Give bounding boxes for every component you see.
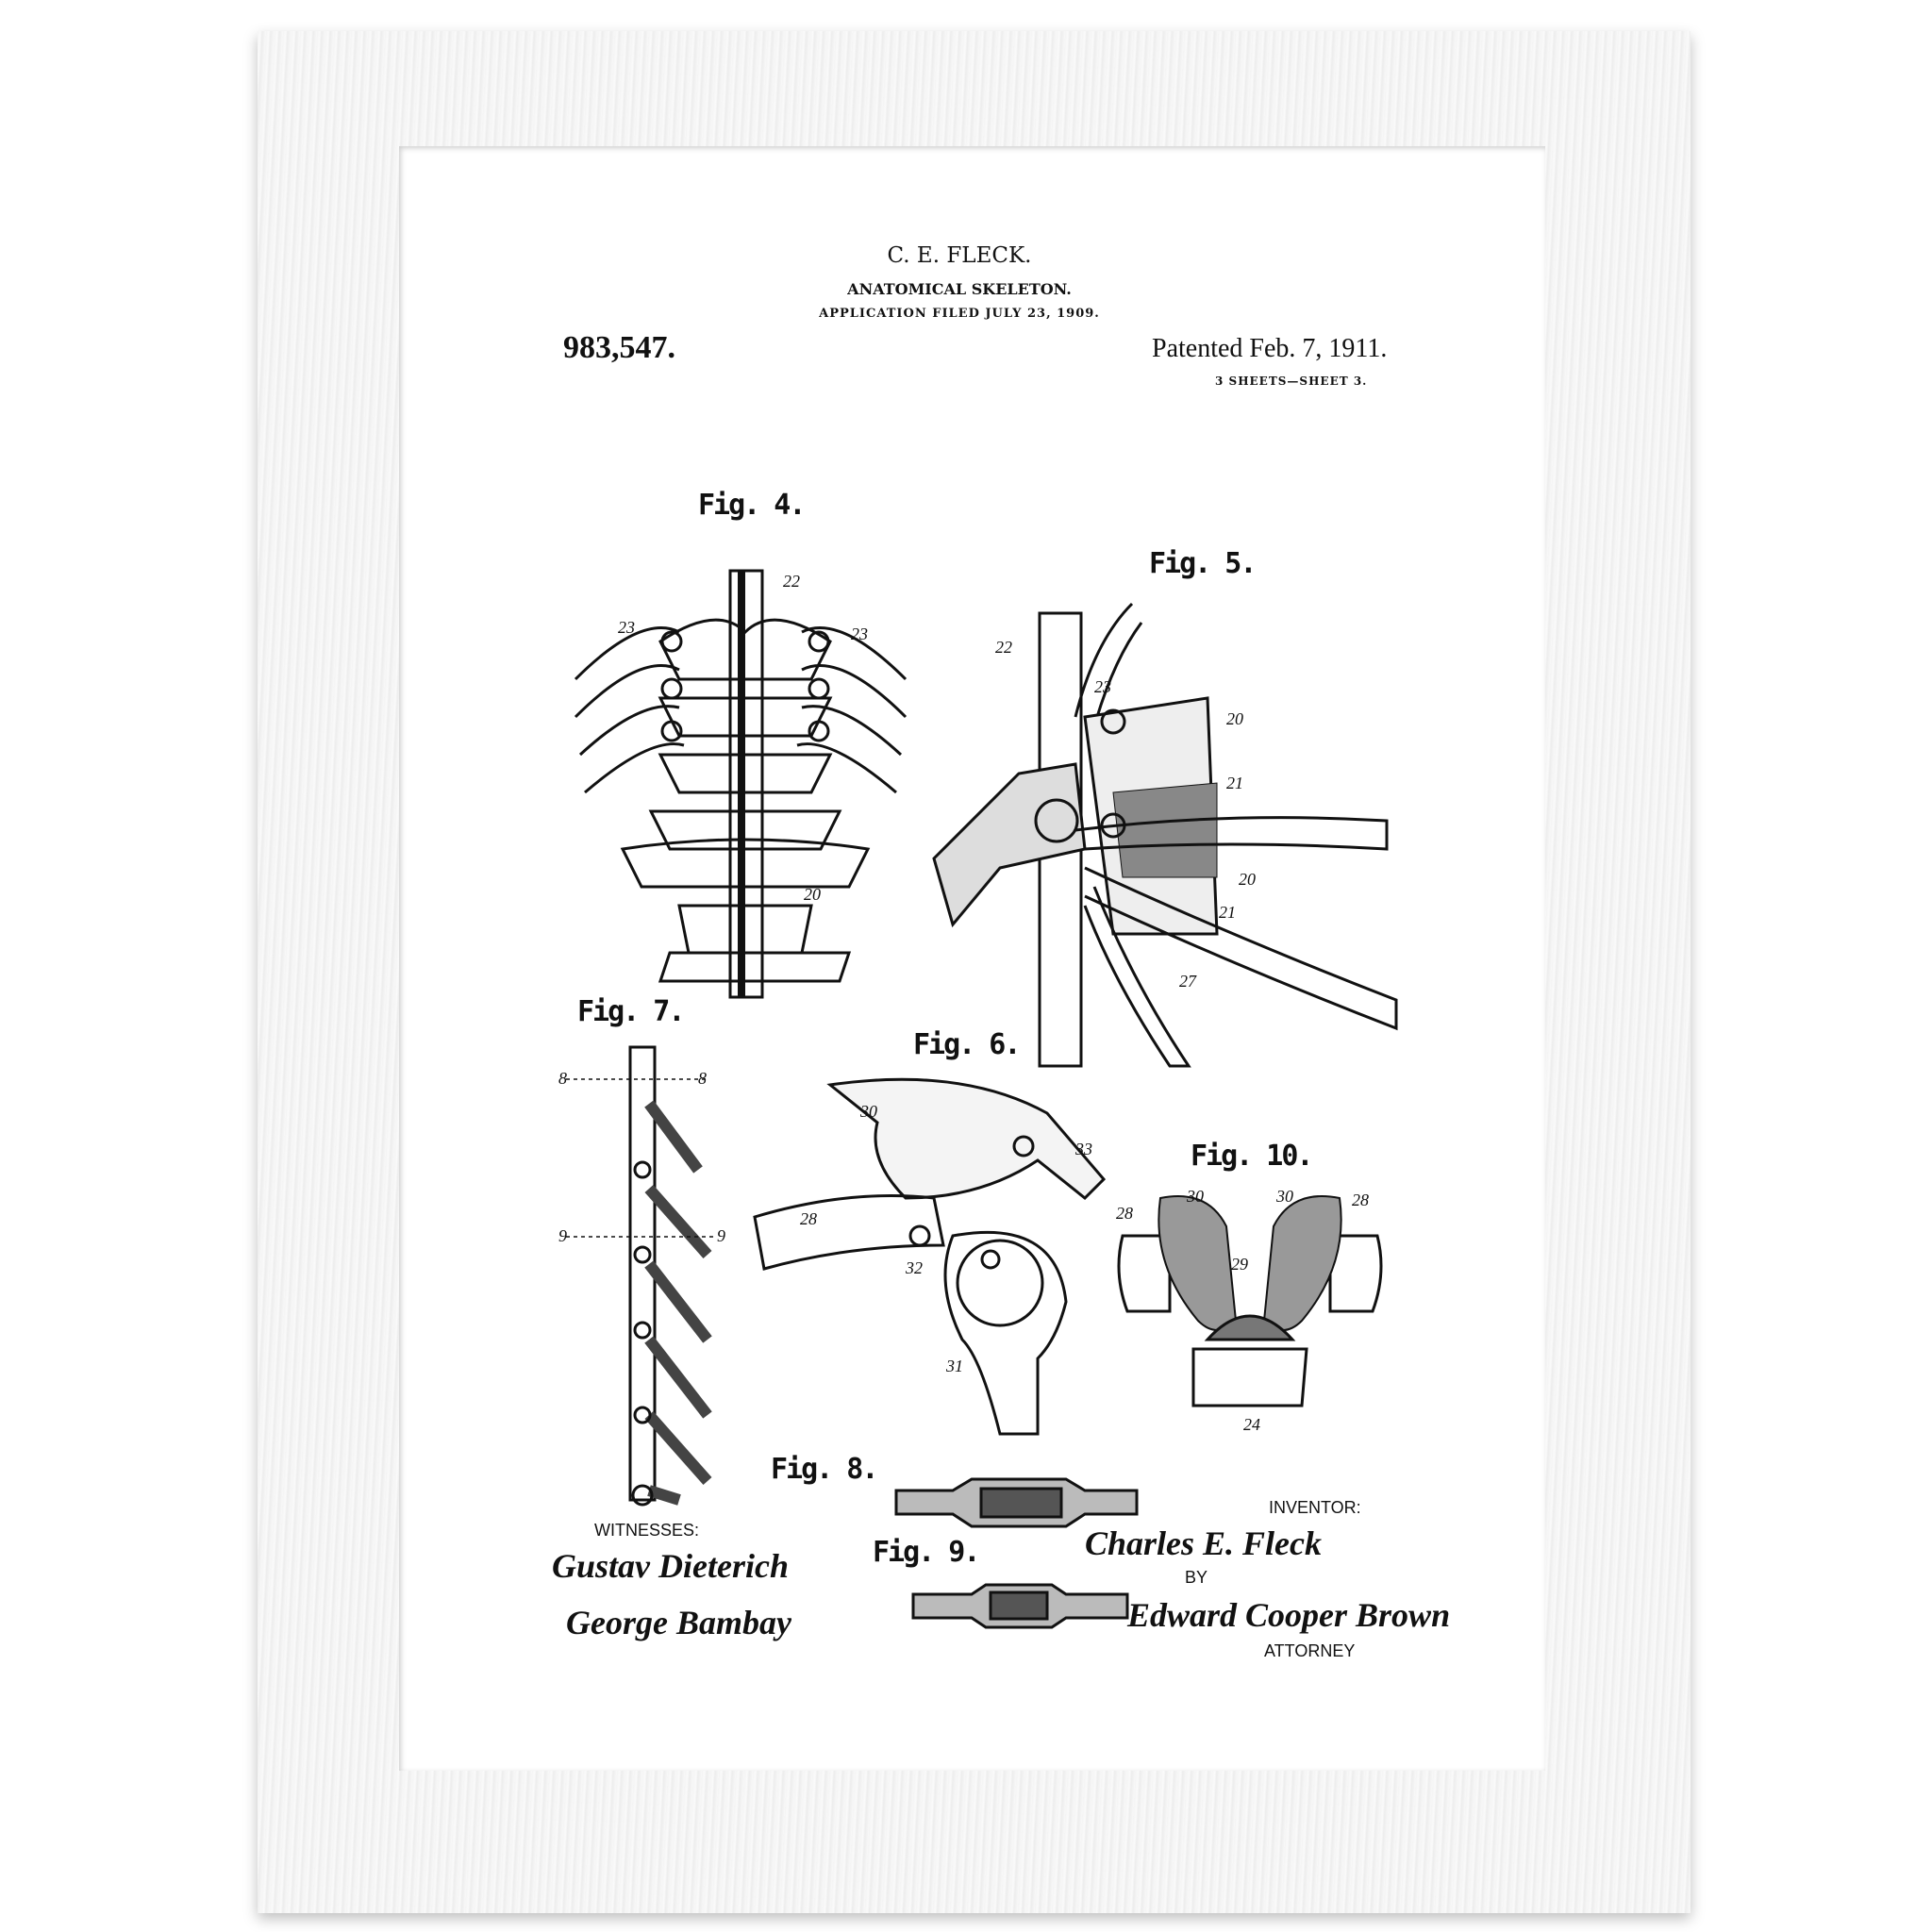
witness-signature-2: George Bambay: [566, 1604, 791, 1641]
fig4-spine-drawing: [574, 569, 908, 999]
fig5-label: Fig. 5.: [1149, 547, 1257, 580]
fig10-label: Fig. 10.: [1191, 1140, 1313, 1173]
ref-numeral: 27: [1179, 972, 1196, 991]
inventor-label: INVENTOR:: [1269, 1498, 1361, 1517]
ref-numeral: 33: [1075, 1140, 1092, 1158]
ref-numeral: 32: [906, 1258, 923, 1277]
fig7-label: Fig. 7.: [577, 995, 685, 1028]
ref-numeral: 21: [1219, 903, 1236, 922]
patented-date: Patented Feb. 7, 1911.: [1152, 334, 1388, 363]
inventor-signature: Charles E. Fleck: [1085, 1524, 1323, 1562]
ref-numeral: 22: [995, 638, 1012, 657]
ref-numeral: 9: [558, 1226, 567, 1245]
fig6-shoulder-drawing: [753, 1077, 1107, 1436]
ref-numeral: 8: [698, 1069, 707, 1088]
witness-signature-1: Gustav Dieterich: [552, 1547, 789, 1585]
ref-numeral: 30: [1187, 1187, 1204, 1206]
inventor-name: C. E. FLECK.: [887, 243, 1032, 268]
ref-numeral: 21: [1226, 774, 1243, 792]
sheet-count: 3 SHEETS—SHEET 3.: [1215, 375, 1368, 388]
ref-numeral: 30: [1276, 1187, 1293, 1206]
fig5-vertebra-drawing: [932, 602, 1398, 1068]
fig7-chain-drawing: [566, 1045, 717, 1507]
ref-numeral: 28: [1352, 1191, 1369, 1209]
fig8-label: Fig. 8.: [771, 1453, 878, 1486]
ref-numeral: 28: [1116, 1204, 1133, 1223]
fig10-section-drawing: [1117, 1195, 1383, 1407]
fig9-connector-drawing: [911, 1583, 1129, 1629]
attorney-label: ATTORNEY: [1264, 1641, 1356, 1660]
witnesses-label: WITNESSES:: [594, 1521, 700, 1540]
ref-numeral: 20: [1239, 870, 1256, 889]
application-date: APPLICATION FILED JULY 23, 1909.: [819, 307, 1100, 321]
ref-numeral: 20: [1226, 709, 1243, 728]
ref-numeral: 31: [946, 1357, 963, 1375]
patent-title: ANATOMICAL SKELETON.: [847, 280, 1072, 298]
ref-numeral: 30: [860, 1102, 877, 1121]
ref-numeral: 28: [800, 1209, 817, 1228]
ref-numeral: 29: [1231, 1255, 1248, 1274]
ref-numeral: 24: [1243, 1415, 1260, 1434]
fig4-label: Fig. 4.: [698, 489, 806, 522]
by-label: BY: [1185, 1568, 1208, 1587]
fig8-connector-drawing: [894, 1477, 1139, 1528]
fig6-label: Fig. 6.: [913, 1028, 1021, 1061]
attorney-signature: Edward Cooper Brown: [1127, 1596, 1451, 1634]
ref-numeral: 23: [851, 625, 868, 643]
fig9-label: Fig. 9.: [873, 1536, 980, 1569]
ref-numeral: 20: [804, 885, 821, 904]
ref-numeral: 8: [558, 1069, 567, 1088]
ref-numeral: 23: [618, 618, 635, 637]
patent-number: 983,547.: [563, 330, 675, 365]
ref-numeral: 9: [717, 1226, 725, 1245]
ref-numeral: 23: [1094, 677, 1111, 696]
ref-numeral: 22: [783, 572, 800, 591]
